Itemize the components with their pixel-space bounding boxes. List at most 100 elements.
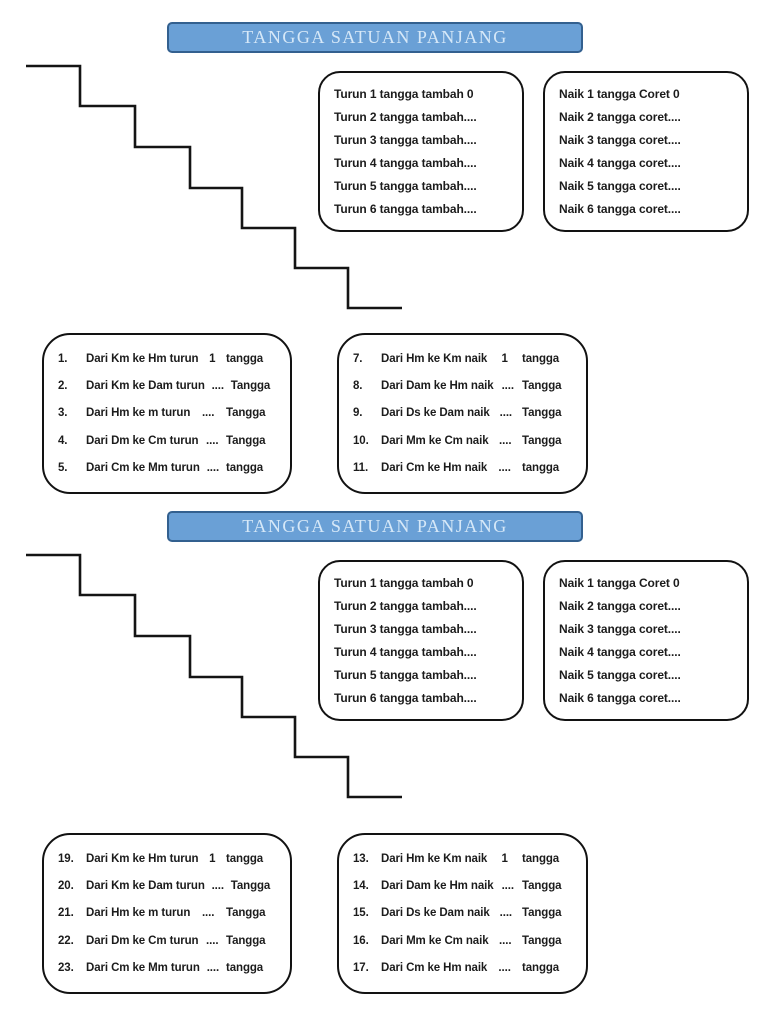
item-text: Dari Km ke Hm turun — [86, 852, 199, 865]
item-text: Dari Km ke Dam turun — [86, 880, 205, 893]
item-answer: .... — [201, 907, 215, 920]
item-text: Dari Hm ke m turun — [86, 907, 191, 920]
item-number: 2. — [58, 380, 68, 393]
list-item: 15. Dari Ds ke Dam naik .... Tangga — [353, 907, 574, 919]
note-line: Turun 4 tangga tambah.... — [334, 645, 477, 660]
note-line: Naik 4 tangga coret.... — [559, 645, 681, 660]
naik-notes-box: Naik 1 tangga Coret 0 Naik 2 tangga core… — [543, 71, 749, 232]
item-unit: tangga — [226, 462, 264, 475]
item-number: 13. — [353, 852, 369, 865]
list-item: 5. Dari Cm ke Mm turun .... tangga — [58, 462, 278, 474]
item-number: 14. — [353, 880, 369, 893]
note-line: Naik 5 tangga coret.... — [559, 668, 681, 683]
item-number: 10. — [353, 434, 369, 447]
item-number: 15. — [353, 907, 369, 920]
list-item: 20. Dari Km ke Dam turun .... Tangga — [58, 880, 278, 892]
item-unit: tangga — [522, 352, 560, 365]
item-unit: tangga — [522, 962, 560, 975]
turun-notes-box: Turun 1 tangga tambah 0 Turun 2 tangga t… — [318, 71, 524, 232]
note-line: Turun 3 tangga tambah.... — [334, 132, 477, 147]
stairs-diagram — [26, 553, 402, 799]
list-item: 7. Dari Hm ke Km naik 1 tangga — [353, 353, 574, 365]
item-answer: .... — [211, 880, 224, 893]
list-item: 16. Dari Mm ke Cm naik .... Tangga — [353, 935, 574, 947]
item-unit: Tangga — [522, 934, 562, 947]
item-answer: .... — [206, 962, 220, 975]
naik-items-box: 7. Dari Hm ke Km naik 1 tangga 8. Dari D… — [337, 333, 588, 494]
list-item: 19. Dari Km ke Hm turun 1 tangga — [58, 853, 278, 865]
item-number: 1. — [58, 352, 68, 365]
item-answer: .... — [201, 407, 215, 420]
list-item: 21. Dari Hm ke m turun .... Tangga — [58, 907, 278, 919]
naik-notes-box: Naik 1 tangga Coret 0 Naik 2 tangga core… — [543, 560, 749, 721]
item-text: Dari Ds ke Dam naik — [381, 907, 490, 920]
note-line: Turun 5 tangga tambah.... — [334, 179, 477, 194]
item-answer: .... — [501, 880, 514, 893]
item-unit: Tangga — [226, 407, 266, 420]
list-item: 3. Dari Hm ke m turun .... Tangga — [58, 407, 278, 419]
item-text: Dari Km ke Hm turun — [86, 352, 199, 365]
naik-items-box: 13. Dari Hm ke Km naik 1 tangga 14. Dari… — [337, 833, 588, 994]
item-unit: tangga — [226, 352, 264, 365]
item-answer: .... — [499, 434, 512, 447]
item-number: 19. — [58, 852, 74, 865]
item-unit: tangga — [226, 962, 264, 975]
item-number: 3. — [58, 407, 68, 420]
list-item: 2. Dari Km ke Dam turun .... Tangga — [58, 380, 278, 392]
list-item: 11. Dari Cm ke Hm naik .... tangga — [353, 462, 574, 474]
item-answer: .... — [498, 462, 511, 475]
section-1: TANGGA SATUAN PANJANG Turun 1 tangga tam… — [0, 22, 768, 512]
item-unit: Tangga — [522, 407, 562, 420]
item-unit: tangga — [522, 852, 560, 865]
item-answer: .... — [501, 380, 514, 393]
item-unit: Tangga — [522, 380, 562, 393]
section-title-banner: TANGGA SATUAN PANJANG — [167, 22, 583, 53]
note-line: Naik 6 tangga coret.... — [559, 691, 681, 706]
item-text: Dari Km ke Dam turun — [86, 380, 205, 393]
note-line: Naik 5 tangga coret.... — [559, 179, 681, 194]
item-answer: 1 — [501, 852, 508, 865]
page-title: TANGGA SATUAN PANJANG — [242, 27, 508, 47]
item-text: Dari Dm ke Cm turun — [86, 934, 199, 947]
item-text: Dari Mm ke Cm naik — [381, 434, 489, 447]
note-line: Naik 4 tangga coret.... — [559, 156, 681, 171]
note-line: Turun 5 tangga tambah.... — [334, 668, 477, 683]
item-text: Dari Mm ke Cm naik — [381, 934, 489, 947]
item-unit: tangga — [522, 462, 560, 475]
section-2: TANGGA SATUAN PANJANG Turun 1 tangga tam… — [0, 511, 768, 1001]
list-item: 1. Dari Km ke Hm turun 1 tangga — [58, 353, 278, 365]
item-number: 21. — [58, 907, 74, 920]
item-unit: Tangga — [230, 880, 271, 893]
note-line: Naik 3 tangga coret.... — [559, 621, 681, 636]
note-line: Turun 6 tangga tambah.... — [334, 691, 477, 706]
item-answer: .... — [499, 934, 512, 947]
note-line: Turun 6 tangga tambah.... — [334, 202, 477, 217]
item-unit: Tangga — [522, 880, 562, 893]
item-text: Dari Dam ke Hm naik — [381, 880, 494, 893]
note-line: Naik 1 tangga Coret 0 — [559, 86, 680, 101]
item-number: 7. — [353, 352, 363, 365]
item-number: 8. — [353, 380, 363, 393]
note-line: Naik 1 tangga Coret 0 — [559, 575, 680, 590]
item-answer: .... — [211, 380, 224, 393]
item-number: 4. — [58, 434, 68, 447]
note-line: Turun 1 tangga tambah 0 — [334, 86, 474, 101]
list-item: 22. Dari Dm ke Cm turun .... Tangga — [58, 935, 278, 947]
item-text: Dari Cm ke Mm turun — [86, 462, 200, 475]
item-unit: tangga — [226, 852, 264, 865]
stairs-diagram — [26, 64, 402, 310]
item-unit: Tangga — [226, 434, 266, 447]
list-item: 13. Dari Hm ke Km naik 1 tangga — [353, 853, 574, 865]
note-line: Turun 2 tangga tambah.... — [334, 109, 477, 124]
note-line: Turun 3 tangga tambah.... — [334, 621, 477, 636]
item-number: 23. — [58, 962, 74, 975]
item-unit: Tangga — [226, 907, 266, 920]
item-number: 22. — [58, 934, 74, 947]
list-item: 14. Dari Dam ke Hm naik .... Tangga — [353, 880, 574, 892]
item-number: 9. — [353, 407, 363, 420]
item-text: Dari Hm ke Km naik — [381, 352, 488, 365]
turun-items-box: 1. Dari Km ke Hm turun 1 tangga 2. Dari … — [42, 333, 292, 494]
note-line: Turun 4 tangga tambah.... — [334, 156, 477, 171]
item-unit: Tangga — [226, 934, 266, 947]
